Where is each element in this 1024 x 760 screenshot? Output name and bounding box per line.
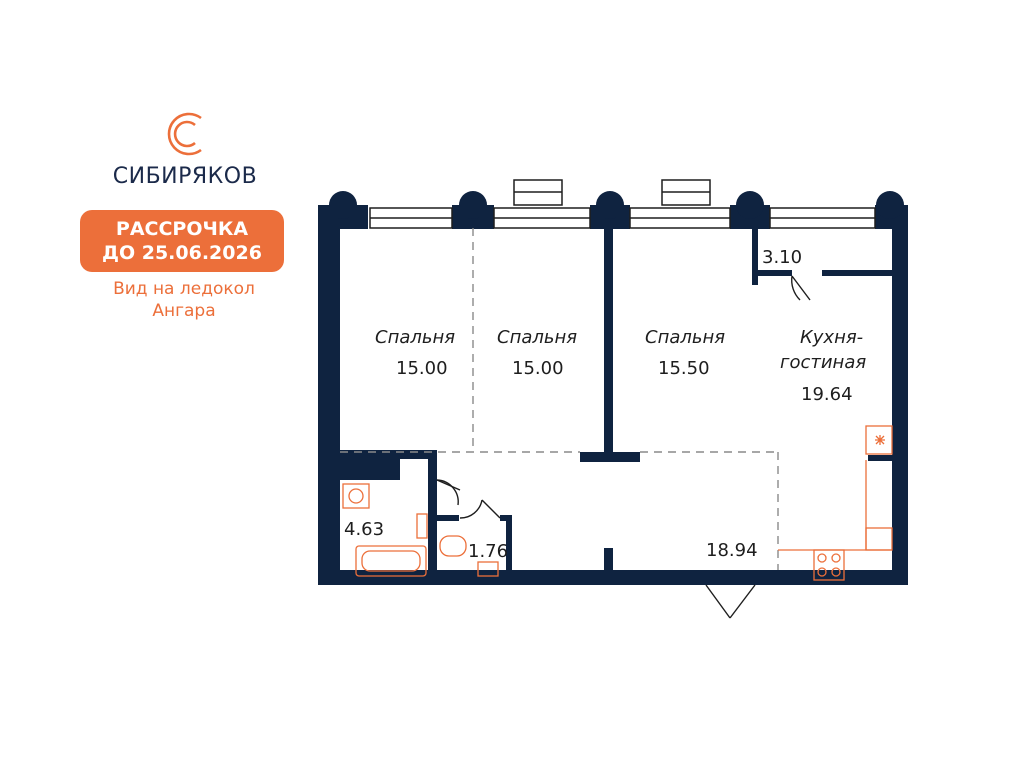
kitchen-area: 19.64 [801, 384, 853, 405]
windows [369, 179, 876, 229]
boiler-icon [865, 425, 893, 455]
room-3-area: 15.50 [658, 358, 710, 379]
doors [436, 275, 811, 619]
kitchen-sink-icon [865, 527, 893, 551]
kitchen-name-line1: Кухня- [800, 327, 863, 348]
room-2-area: 15.00 [512, 358, 564, 379]
room-2-name: Спальня [497, 327, 577, 348]
sink-icon [416, 513, 428, 539]
wc-area: 1.76 [468, 541, 508, 562]
view-note-line1: Вид на ледокол [113, 279, 255, 299]
installment-label: РАССРОЧКА [115, 218, 249, 240]
room-labels: Спальня 15.00 Спальня 15.00 Спальня 15.5… [344, 247, 866, 562]
room-1-area: 15.00 [396, 358, 448, 379]
view-note: Вид на ледокол Ангара [86, 278, 282, 322]
balcony-area: 3.10 [762, 247, 802, 268]
bathroom-area: 4.63 [344, 519, 384, 540]
brand-name: СИБИРЯКОВ [112, 164, 258, 189]
washer-icon [342, 483, 370, 509]
view-note-line2: Ангара [152, 301, 216, 321]
zone-lines [340, 228, 779, 570]
walls [318, 191, 908, 585]
installment-badge: РАССРОЧКА ДО 25.06.2026 [80, 210, 284, 272]
fixtures [342, 425, 893, 581]
room-1-name: Спальня [375, 327, 455, 348]
room-3-name: Спальня [645, 327, 725, 348]
hall-area: 18.94 [706, 540, 758, 561]
bathtub-icon [355, 545, 427, 577]
toilet-icon [439, 535, 467, 557]
kitchen-name-line2: гостиная [780, 352, 866, 373]
installment-date: ДО 25.06.2026 [102, 242, 262, 264]
double-c-logo-icon [167, 112, 202, 156]
brand-block: СИБИРЯКОВ [100, 108, 270, 189]
washbasin-icon [477, 561, 499, 577]
